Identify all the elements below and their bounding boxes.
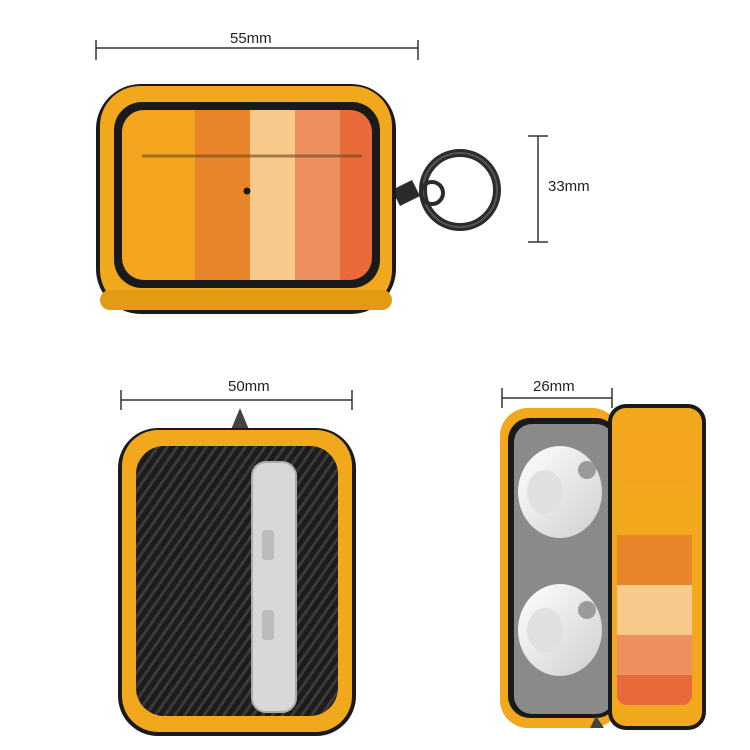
dimension-line-height-top [528,135,548,243]
dimension-line-width-top [95,40,419,60]
dimension-height-top: 33mm [548,178,590,195]
dimension-line-width-bottom [120,390,353,410]
case-front-view [96,84,501,314]
dimension-depth: 26mm [533,378,575,395]
earbud-icon [518,446,602,538]
dimension-line-depth [501,388,613,408]
dimension-width-top: 55mm [230,30,272,47]
carabiner-ring-icon [392,149,501,231]
case-open-view [500,404,706,730]
dimension-width-bottom: 50mm [228,378,270,395]
earbud-icon [518,584,602,676]
case-back-view [118,408,356,736]
